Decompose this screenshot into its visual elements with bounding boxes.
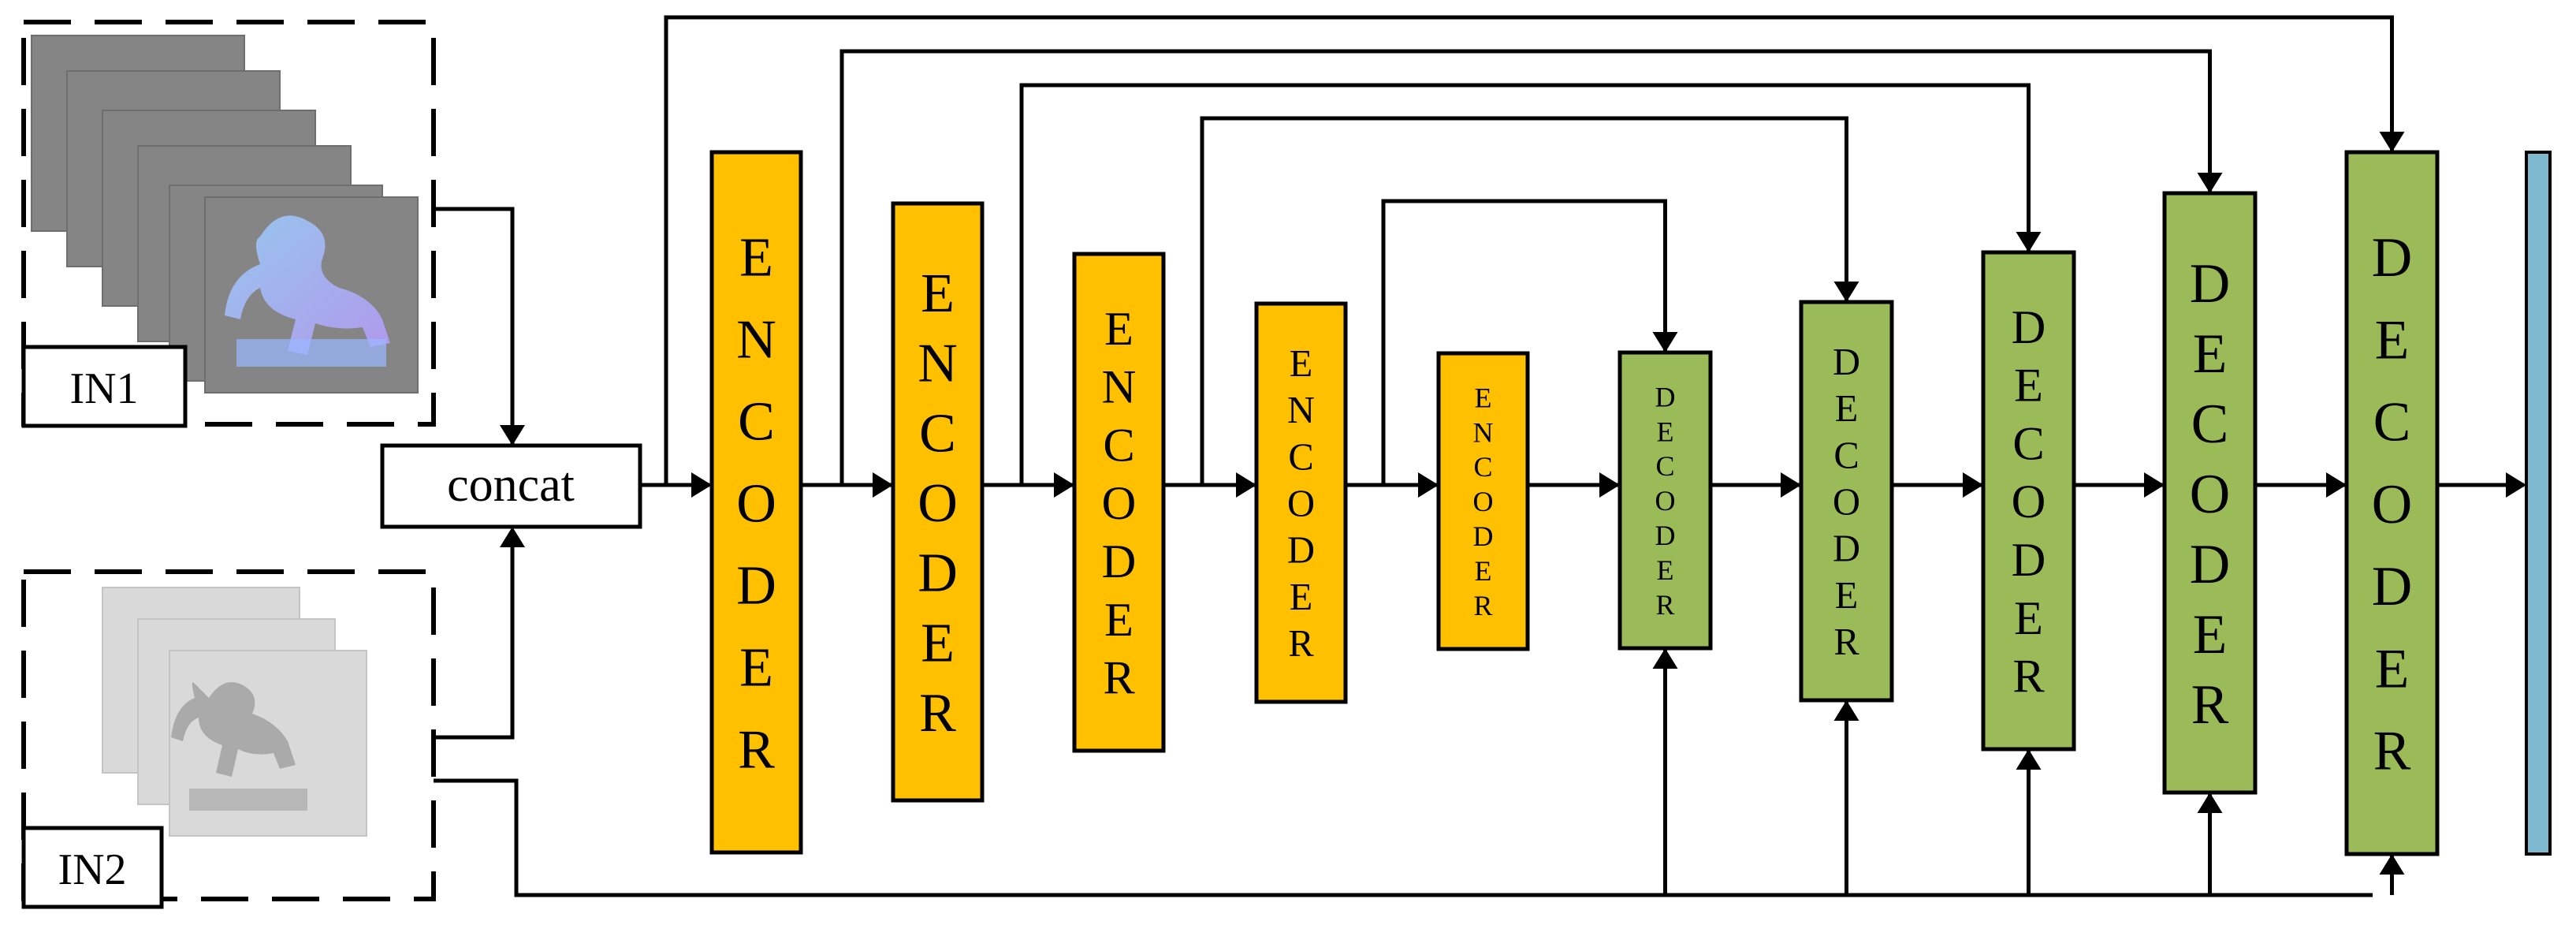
skip-connection-arrow [2197,173,2223,193]
concat-block: concat [380,443,642,529]
encoder-block-3-box [1072,252,1166,753]
in2-feed-branch-arrow [1833,700,1859,721]
skip-connection-arrow [2016,232,2042,252]
main-chain-arrow [1963,472,1983,498]
skip-connection-line [664,15,2394,485]
in1-to-concat-arrow [500,425,525,446]
in2-sculpture-image [171,682,296,777]
main-chain-arrow [2144,472,2165,498]
concat-to-encoder-arrow [691,472,712,498]
encoder-block-1-box [709,150,803,855]
main-chain-arrow [1781,472,1801,498]
decoder-to-output-arrow [2506,472,2526,498]
decoder-block-2-box [1799,300,1894,703]
in2-to-concat-line [434,530,515,740]
in2-feed-branch-arrow [2197,793,2223,813]
skip-connection-arrow [2379,132,2405,152]
main-chain-arrow [1418,472,1439,498]
skip-connection-line [1200,116,1848,485]
input-group-in1: IN1 [21,20,436,428]
main-chain-arrow [2326,472,2347,498]
in2-to-concat-arrow [500,527,525,547]
skip-connection-line [1019,83,2031,485]
skip-connection-line [1381,199,1667,485]
connector-lines [434,15,2526,897]
in2-feed-branch-arrow [1652,648,1678,669]
in2-image-stack [102,587,367,837]
in1-to-concat-line [434,207,515,444]
encoder-block-4-box [1254,301,1348,704]
concat-box [380,443,642,529]
concat-label: concat [447,458,575,512]
encoder-block-2-box [891,201,985,803]
in1-sculpture-base [236,339,386,367]
main-chain-arrow [1236,472,1256,498]
in2-sculpture-base [189,789,307,811]
main-chain-arrow [1054,472,1074,498]
decoder-block-5-box [2344,150,2440,856]
in1-dashed-border [21,20,436,427]
encoder-block-5-box [1436,351,1530,651]
main-chain-arrow [1599,472,1620,498]
in2-label-box [21,826,164,909]
decoder-block-4-box [2162,191,2258,795]
skip-connection-arrow [1833,282,1859,302]
in1-label-box [21,345,188,428]
decoder-block-3-box [1981,250,2076,752]
output-bar [2525,151,2552,856]
main-chain-arrow [873,472,893,498]
in1-label: IN1 [69,364,138,413]
in1-sculpture-image [225,215,390,355]
skip-connection-arrow [1652,332,1678,352]
in1-image-stack [31,35,419,393]
input-group-in2: IN2 [21,569,436,909]
decoder-block-1-box [1617,350,1713,651]
skip-connection-line [839,49,2212,485]
in2-feed-branch-arrow [2379,854,2405,875]
in2-feed-branch-arrow [2016,749,2042,770]
in2-label: IN2 [58,845,126,894]
in2-bottom-feed-line [434,778,2373,897]
